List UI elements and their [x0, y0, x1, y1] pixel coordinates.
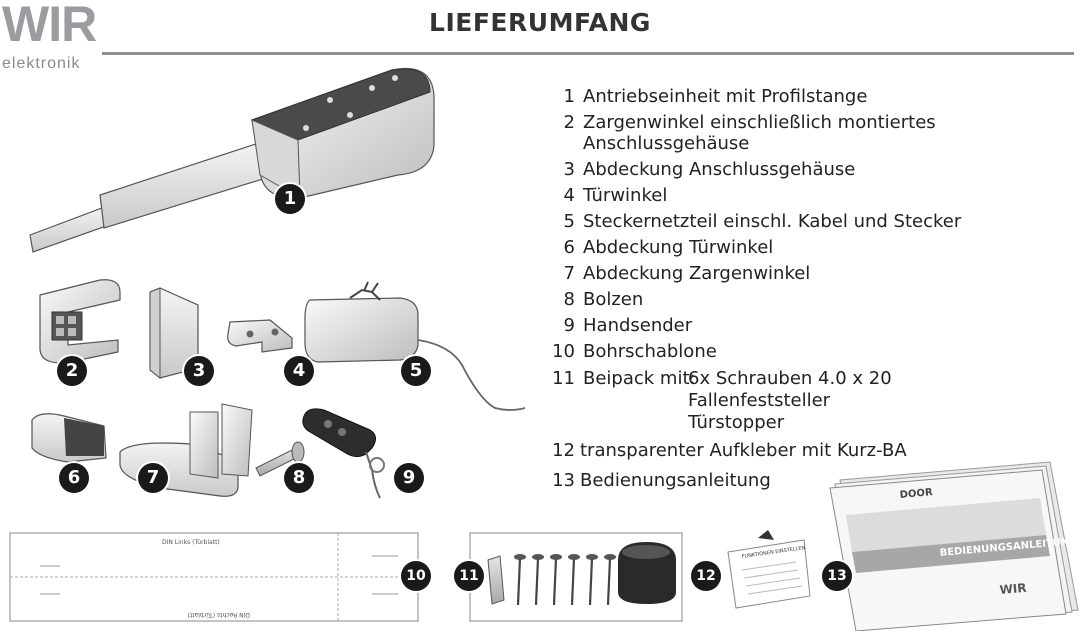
list-item-number: 5 [563, 211, 575, 232]
list-item-continuation: Anschlussgehäuse [536, 131, 749, 157]
list-item: 3 Abdeckung Anschlussgehäuse [536, 157, 856, 183]
list-item-number: 2 [563, 112, 575, 133]
manual-logo: WIR [999, 581, 1027, 597]
list-item: 6 Abdeckung Türwinkel [536, 235, 774, 261]
door-bracket-cover-image [31, 413, 107, 463]
list-item-text: Bedienungsanleitung [580, 470, 771, 491]
accessory-pack-image [469, 532, 683, 622]
badge-7: 7 [138, 463, 168, 493]
badge-13: 13 [822, 561, 852, 591]
list-item-number: 4 [563, 185, 575, 206]
frame-bracket-image [39, 279, 121, 364]
badge-2: 2 [57, 356, 87, 386]
list-item: 1 Antriebseinheit mit Profilstange [536, 84, 868, 110]
list-item: 5 Steckernetzteil einschl. Kabel und Stec… [536, 209, 962, 235]
drilling-template-image: DIN Links (Türblatt) DIN Rechts (Türblat… [9, 532, 419, 622]
list-item: 8 Bolzen [536, 287, 644, 313]
page-title: LIEFERUMFANG [429, 8, 651, 37]
list-item-number: 8 [563, 289, 575, 310]
list-item-number: 9 [563, 315, 575, 336]
list-item: 10 Bohrschablone [536, 339, 717, 365]
list-item-number: 10 [552, 341, 575, 362]
badge-3: 3 [184, 356, 214, 386]
manual-brand: DOOR [899, 487, 933, 501]
list-item-number: 3 [563, 159, 575, 180]
badge-9: 9 [394, 463, 424, 493]
list-item-text: Türwinkel [583, 185, 668, 206]
sticker-image: FUNKTIONEN EINSTELLEN [727, 530, 811, 609]
bolt-image [255, 441, 305, 477]
list-item-text: Anschlussgehäuse [583, 133, 750, 154]
template-title: DIN Links (Türblatt) [162, 539, 220, 546]
header-divider [102, 52, 1074, 55]
list-item-text: Handsender [583, 315, 693, 336]
list-item-number: 7 [563, 263, 575, 284]
list-item-text: Abdeckung Zargenwinkel [583, 263, 811, 284]
list-item-text: Abdeckung Anschlussgehäuse [583, 159, 856, 180]
drive-unit-image [29, 67, 435, 253]
list-item-text: Zargenwinkel einschließlich montiertes [583, 112, 936, 133]
list-item-number: 6 [563, 237, 575, 258]
list-item-number: 11 [552, 368, 575, 389]
badge-8: 8 [284, 463, 314, 493]
list-item-text: Abdeckung Türwinkel [583, 237, 774, 258]
badge-4: 4 [284, 356, 314, 386]
list-item: 7 Abdeckung Zargenwinkel [536, 261, 811, 287]
list-item: 4 Türwinkel [536, 183, 668, 209]
badge-12: 12 [691, 561, 721, 591]
list-item-text: Beipack mit: [583, 368, 696, 389]
list-item-text: Antriebseinheit mit Profilstange [583, 86, 868, 107]
list-item-number: 12 [552, 440, 575, 461]
list-subitem: Türstopper [688, 412, 785, 433]
list-item-number: 13 [552, 470, 575, 491]
list-item-text: Bohrschablone [583, 341, 717, 362]
list-item: 9 Handsender [536, 313, 693, 339]
door-bracket-image [227, 319, 293, 353]
list-item-text: transparenter Aufkleber mit Kurz-BA [580, 440, 907, 461]
power-supply-image [304, 281, 526, 411]
list-item: 2 Zargenwinkel einschließlich montiertes [536, 110, 936, 136]
badge-10: 10 [401, 561, 431, 591]
badge-6: 6 [59, 463, 89, 493]
list-item-text: Steckernetzteil einschl. Kabel und Steck… [583, 211, 962, 232]
list-item-number: 1 [563, 86, 575, 107]
badge-11: 11 [454, 561, 484, 591]
list-subitem: 6x Schrauben 4.0 x 20 [688, 368, 892, 389]
list-subitem: Fallenfeststeller [688, 390, 831, 411]
list-item-text: Bolzen [583, 289, 644, 310]
list-item: 11 Beipack mit: [536, 366, 696, 392]
connection-cover-image [149, 287, 199, 380]
remote-control-image [302, 408, 385, 499]
badge-1: 1 [275, 184, 305, 214]
template-title-flipped: DIN Rechts (Türblatt) [187, 611, 250, 618]
brand-logo: WIR [2, 0, 97, 52]
brand-logo-subtitle: elektronik [2, 55, 81, 72]
manual-image: DOOR BEDIENUNGSANLEITUNG WIR [829, 461, 1079, 631]
badge-5: 5 [401, 356, 431, 386]
